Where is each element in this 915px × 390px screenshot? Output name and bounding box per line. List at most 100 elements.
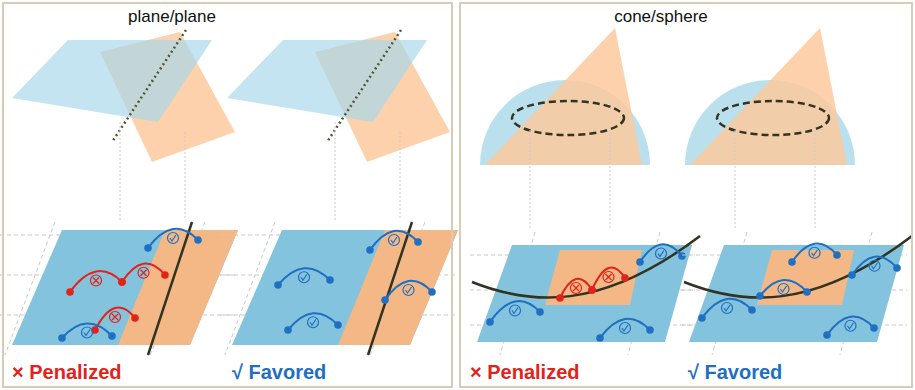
pair-arc xyxy=(288,313,338,330)
point-dot xyxy=(118,278,126,286)
check-marker xyxy=(110,312,121,323)
pair-arc xyxy=(370,231,418,250)
pair-arc xyxy=(148,229,198,248)
blue-region xyxy=(232,230,458,345)
point-dot xyxy=(58,334,66,342)
ground-plane xyxy=(470,232,700,355)
cone xyxy=(690,28,847,165)
point-dot xyxy=(131,314,139,322)
pair-arc xyxy=(852,257,897,275)
point-dot xyxy=(646,326,654,334)
pair-arc xyxy=(385,281,432,300)
orange-region xyxy=(118,230,238,345)
check-mark xyxy=(658,251,664,257)
point-dot xyxy=(803,288,811,296)
point-dot xyxy=(596,334,604,342)
projection-line xyxy=(185,132,186,220)
point-dot xyxy=(788,258,796,266)
pair-arc xyxy=(62,323,112,338)
point-dot xyxy=(636,258,644,266)
check-marker xyxy=(168,233,179,244)
check-marker xyxy=(389,235,400,246)
blue-plane xyxy=(227,40,427,122)
point-dot xyxy=(161,271,169,279)
check-marker xyxy=(869,260,880,271)
point-dot xyxy=(118,278,126,286)
point-dot xyxy=(536,308,544,316)
verdict-label: × Penalized xyxy=(12,361,122,383)
projection-line xyxy=(610,130,611,230)
verdict-label: √ Favored xyxy=(232,361,326,383)
intersection-curve xyxy=(472,236,700,298)
cross-mark xyxy=(141,270,147,276)
check-mark xyxy=(406,287,412,293)
check-marker xyxy=(510,305,521,316)
ground-plane xyxy=(0,222,238,355)
check-marker xyxy=(138,267,149,278)
pair-arc xyxy=(490,301,540,322)
pair-arc xyxy=(792,244,837,262)
cone xyxy=(485,28,642,165)
pair-arc xyxy=(592,267,625,290)
pair-arc xyxy=(560,279,592,298)
check-mark xyxy=(310,319,316,325)
check-mark xyxy=(301,274,307,280)
intersection-curve xyxy=(684,236,912,298)
point-dot xyxy=(366,246,374,254)
check-mark xyxy=(512,308,518,314)
plane-pair xyxy=(227,30,450,220)
projection-line xyxy=(735,130,736,230)
orange-region xyxy=(545,250,642,305)
panel-box: plane/plane xyxy=(2,2,453,388)
intersection-curve xyxy=(717,101,829,135)
check-mark xyxy=(781,286,787,292)
projection-line xyxy=(400,132,401,220)
cross-mark xyxy=(93,278,99,284)
point-dot xyxy=(108,332,116,340)
check-mark xyxy=(391,237,397,243)
point-dot xyxy=(326,276,334,284)
check-mark xyxy=(872,263,878,269)
point-dot xyxy=(588,286,596,294)
intersection-curve xyxy=(512,101,624,135)
point-dot xyxy=(893,264,901,272)
cross-mark xyxy=(112,314,118,320)
check-mark xyxy=(724,305,730,311)
check-marker xyxy=(299,272,310,283)
blue-region xyxy=(12,230,238,345)
point-dot xyxy=(194,236,202,244)
pair-arc xyxy=(122,264,165,282)
check-marker xyxy=(603,272,614,283)
verdict-label: √ Favored xyxy=(688,361,782,383)
point-dot xyxy=(848,271,856,279)
check-marker xyxy=(403,285,414,296)
point-dot xyxy=(698,314,706,322)
point-dot xyxy=(414,238,422,246)
check-marker xyxy=(656,248,667,259)
cone-sphere xyxy=(685,28,855,230)
ground-plane xyxy=(682,232,912,355)
pair-arc xyxy=(827,317,874,335)
pair-arc xyxy=(278,268,330,285)
projection-line xyxy=(120,122,121,220)
panel-heading: cone/sphere xyxy=(614,7,708,27)
check-marker xyxy=(571,283,582,294)
point-dot xyxy=(274,281,282,289)
projection-line xyxy=(530,130,531,230)
check-marker xyxy=(82,327,93,338)
pair-arc xyxy=(640,244,682,262)
check-marker xyxy=(778,284,789,295)
point-dot xyxy=(428,288,436,296)
point-dot xyxy=(144,244,152,252)
point-dot xyxy=(756,292,764,300)
check-mark xyxy=(848,323,854,329)
point-dot xyxy=(66,288,74,296)
point-dot xyxy=(823,331,831,339)
point-dot xyxy=(486,318,494,326)
point-dot xyxy=(621,274,629,282)
orange-region xyxy=(338,230,458,345)
check-mark xyxy=(170,235,176,241)
point-dot xyxy=(556,294,564,302)
check-marker xyxy=(845,320,856,331)
